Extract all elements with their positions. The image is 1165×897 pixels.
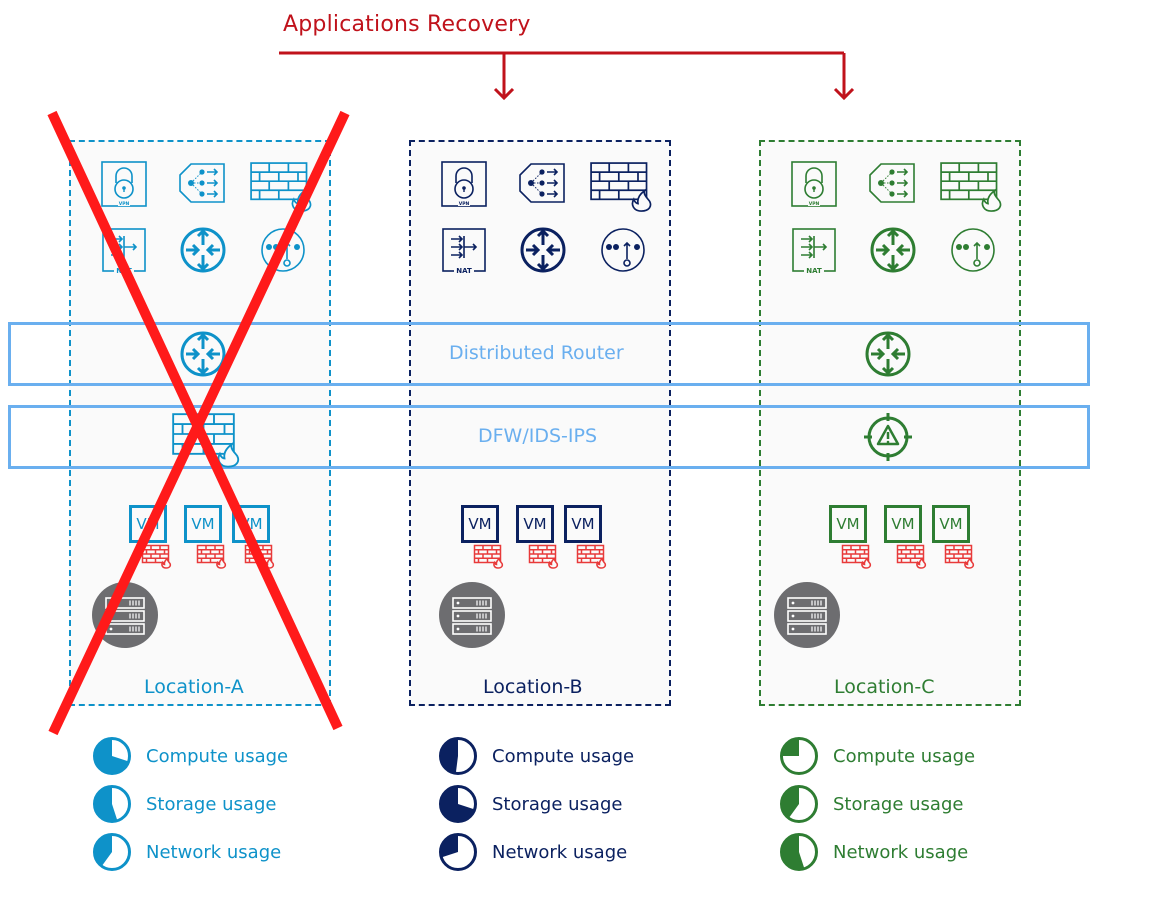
vpn-icon: VPN xyxy=(791,161,837,207)
usage-pie-icon xyxy=(93,737,131,775)
vpn-icon: VPN xyxy=(441,161,487,207)
ids-ips-icon xyxy=(864,413,912,461)
vm-firewall-icon xyxy=(196,544,227,569)
usage-pie-fill xyxy=(780,833,805,871)
vm-box[interactable]: VM xyxy=(932,505,970,543)
vm-box[interactable]: VM xyxy=(516,505,554,543)
router-icon xyxy=(520,227,566,273)
vm-box[interactable]: VM xyxy=(884,505,922,543)
router-icon xyxy=(870,227,916,273)
usage-pie-icon xyxy=(780,833,818,871)
usage-pie-icon xyxy=(780,785,818,823)
band-dfw-ids-ips xyxy=(8,405,1090,469)
vm-firewall-icon xyxy=(528,544,559,569)
location-label: Location-A xyxy=(144,676,244,698)
usage-label: Compute usage xyxy=(492,745,635,767)
usage-storage: Storage usage xyxy=(438,784,622,824)
host-server-icon xyxy=(774,582,840,648)
vm-firewall-icon xyxy=(576,544,607,569)
usage-pie-fill xyxy=(439,737,458,775)
vm-box[interactable]: VM xyxy=(129,505,167,543)
band-label: Distributed Router xyxy=(449,342,624,364)
vpn-icon: VPN xyxy=(101,161,147,207)
dfw-firewall-icon xyxy=(172,413,240,468)
usage-label: Compute usage xyxy=(833,745,976,767)
usage-network: Network usage xyxy=(92,832,281,872)
dhcp-relay-icon xyxy=(951,228,995,272)
svg-text:NAT: NAT xyxy=(806,267,822,275)
arrow-to-location-b-icon xyxy=(493,53,515,101)
usage-label: Storage usage xyxy=(833,793,964,815)
usage-pie-fill xyxy=(93,785,118,823)
usage-pie-fill xyxy=(780,785,799,819)
vm-box[interactable]: VM xyxy=(461,505,499,543)
vm-firewall-icon xyxy=(244,544,275,569)
location-label: Location-C xyxy=(834,676,935,698)
nat-icon: NAT xyxy=(792,228,836,275)
vm-firewall-icon xyxy=(473,544,504,569)
host-server-icon xyxy=(92,582,158,648)
arrow-to-location-c-icon xyxy=(833,53,855,101)
load-balancer-icon xyxy=(869,163,915,203)
vm-firewall-icon xyxy=(141,544,172,569)
firewall-icon xyxy=(940,162,1002,212)
usage-pie-icon xyxy=(93,785,131,823)
usage-pie-fill xyxy=(780,737,799,756)
host-server-icon xyxy=(439,582,505,648)
usage-pie-fill xyxy=(439,833,458,858)
dhcp-relay-icon xyxy=(261,228,305,272)
usage-compute: Compute usage xyxy=(92,736,288,776)
distributed-router-icon xyxy=(865,331,911,377)
usage-pie-fill xyxy=(93,737,130,775)
nat-icon: NAT xyxy=(442,228,486,275)
load-balancer-icon xyxy=(179,163,225,203)
vm-firewall-icon xyxy=(841,544,872,569)
usage-pie-fill xyxy=(439,785,476,823)
band-label: DFW/IDS-IPS xyxy=(478,425,598,447)
load-balancer-icon xyxy=(519,163,565,203)
usage-compute: Compute usage xyxy=(779,736,975,776)
usage-network: Network usage xyxy=(779,832,968,872)
nat-icon: NAT xyxy=(102,228,146,275)
vm-box[interactable]: VM xyxy=(564,505,602,543)
usage-storage: Storage usage xyxy=(779,784,963,824)
usage-pie-icon xyxy=(439,737,477,775)
usage-pie-icon xyxy=(439,833,477,871)
usage-label: Compute usage xyxy=(146,745,289,767)
svg-text:NAT: NAT xyxy=(456,267,472,275)
vm-firewall-icon xyxy=(944,544,975,569)
usage-pie-icon xyxy=(780,737,818,775)
vm-box[interactable]: VM xyxy=(829,505,867,543)
usage-storage: Storage usage xyxy=(92,784,276,824)
usage-compute: Compute usage xyxy=(438,736,634,776)
usage-label: Network usage xyxy=(146,841,282,863)
firewall-icon xyxy=(590,162,652,212)
distributed-router-icon xyxy=(180,331,226,377)
recovery-arrows xyxy=(279,51,855,101)
usage-label: Storage usage xyxy=(492,793,623,815)
diagram-title: Applications Recovery xyxy=(283,12,531,37)
svg-text:NAT: NAT xyxy=(116,267,132,275)
usage-pie-icon xyxy=(439,785,477,823)
usage-label: Storage usage xyxy=(146,793,277,815)
usage-pie-fill xyxy=(93,833,112,867)
usage-network: Network usage xyxy=(438,832,627,872)
svg-text:VPN: VPN xyxy=(459,201,470,207)
svg-text:VPN: VPN xyxy=(119,201,130,207)
usage-label: Network usage xyxy=(492,841,628,863)
vm-firewall-icon xyxy=(896,544,927,569)
dhcp-relay-icon xyxy=(601,228,645,272)
svg-text:VPN: VPN xyxy=(809,201,820,207)
firewall-icon xyxy=(250,162,312,212)
usage-pie-icon xyxy=(93,833,131,871)
location-label: Location-B xyxy=(483,676,583,698)
router-icon xyxy=(180,227,226,273)
vm-box[interactable]: VM xyxy=(184,505,222,543)
band-distributed-router xyxy=(8,322,1090,386)
vm-box[interactable]: VM xyxy=(232,505,270,543)
usage-label: Network usage xyxy=(833,841,969,863)
